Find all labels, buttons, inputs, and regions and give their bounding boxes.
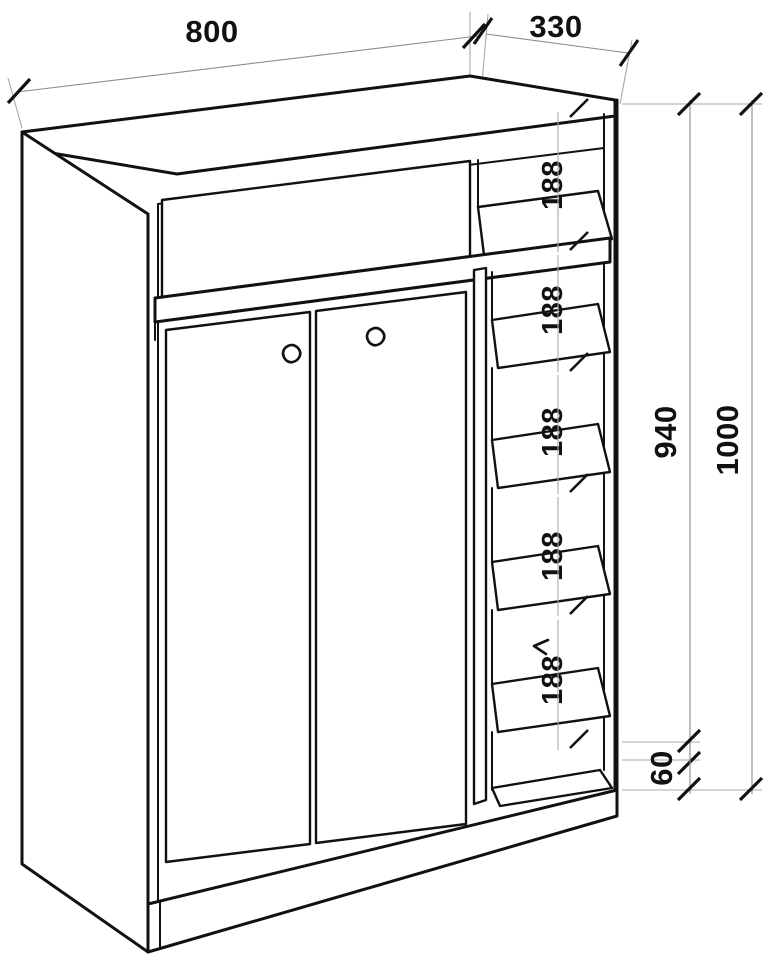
dimension-label-depth: 330	[529, 9, 582, 44]
shelf-column-bottom-deck	[490, 768, 614, 808]
shelf-dimension-group: 188 188 188 188 188	[532, 98, 589, 750]
dimension-overall-depth: 330	[472, 9, 640, 106]
dimension-overall-width: 800	[6, 12, 487, 129]
dimension-label-plinth-height: 60	[644, 750, 679, 785]
left-side-panel	[20, 130, 150, 954]
dimension-label-width: 800	[185, 14, 238, 49]
tick-940-top	[676, 91, 702, 117]
tick-depth-right	[618, 39, 640, 67]
dimension-plinth-height: 60	[622, 728, 702, 802]
tick-1000-bottom	[738, 776, 764, 802]
shelf-opening-label-4: 188	[537, 531, 569, 581]
left-door[interactable]	[164, 310, 312, 864]
horizontal-divider-shelf	[153, 236, 612, 324]
tick-width-left	[6, 77, 32, 105]
dimension-overall-height: 1000	[700, 91, 764, 802]
shelf-opening-label-1: 188	[537, 160, 569, 210]
tick-depth-left	[472, 17, 494, 45]
right-door-knob[interactable]	[365, 326, 386, 347]
dimension-label-overall-height: 1000	[710, 405, 745, 476]
tick-1000-top	[738, 91, 764, 117]
vertical-divider-panel	[472, 266, 488, 806]
ext-line-width-left	[7, 77, 23, 129]
tick-shelf-3-bottom	[569, 473, 589, 493]
tick-shelf-1-bottom	[569, 231, 589, 251]
tick-60-top	[676, 728, 702, 754]
tick-940-bottom	[676, 750, 702, 776]
dim-line-depth	[485, 33, 629, 54]
arrow-head-shelf-5	[532, 638, 550, 656]
tick-width-right	[461, 22, 487, 50]
top-panel	[20, 74, 617, 176]
plinth-base	[146, 788, 619, 954]
dimension-interior-height: 940	[622, 91, 702, 776]
tick-shelf-4-bottom	[569, 595, 589, 615]
tick-60-bottom	[676, 776, 702, 802]
shelf-plate-3	[490, 422, 612, 490]
right-door[interactable]	[314, 290, 468, 845]
shelf-plate-5	[490, 666, 612, 734]
shelf-opening-label-5: 188	[537, 655, 569, 705]
shelf-plate-2	[490, 302, 612, 370]
shelf-opening-label-2: 188	[537, 285, 569, 335]
tick-shelf-2-bottom	[569, 352, 589, 372]
tick-shelf-5-bottom	[569, 729, 589, 749]
dim-line-width	[16, 35, 479, 93]
left-door-knob[interactable]	[281, 343, 302, 364]
shelf-opening-label-3: 188	[537, 407, 569, 457]
shelf-plate-4	[490, 544, 612, 612]
tick-shelf-1-top	[569, 98, 589, 118]
dimension-label-interior-height: 940	[648, 405, 683, 458]
